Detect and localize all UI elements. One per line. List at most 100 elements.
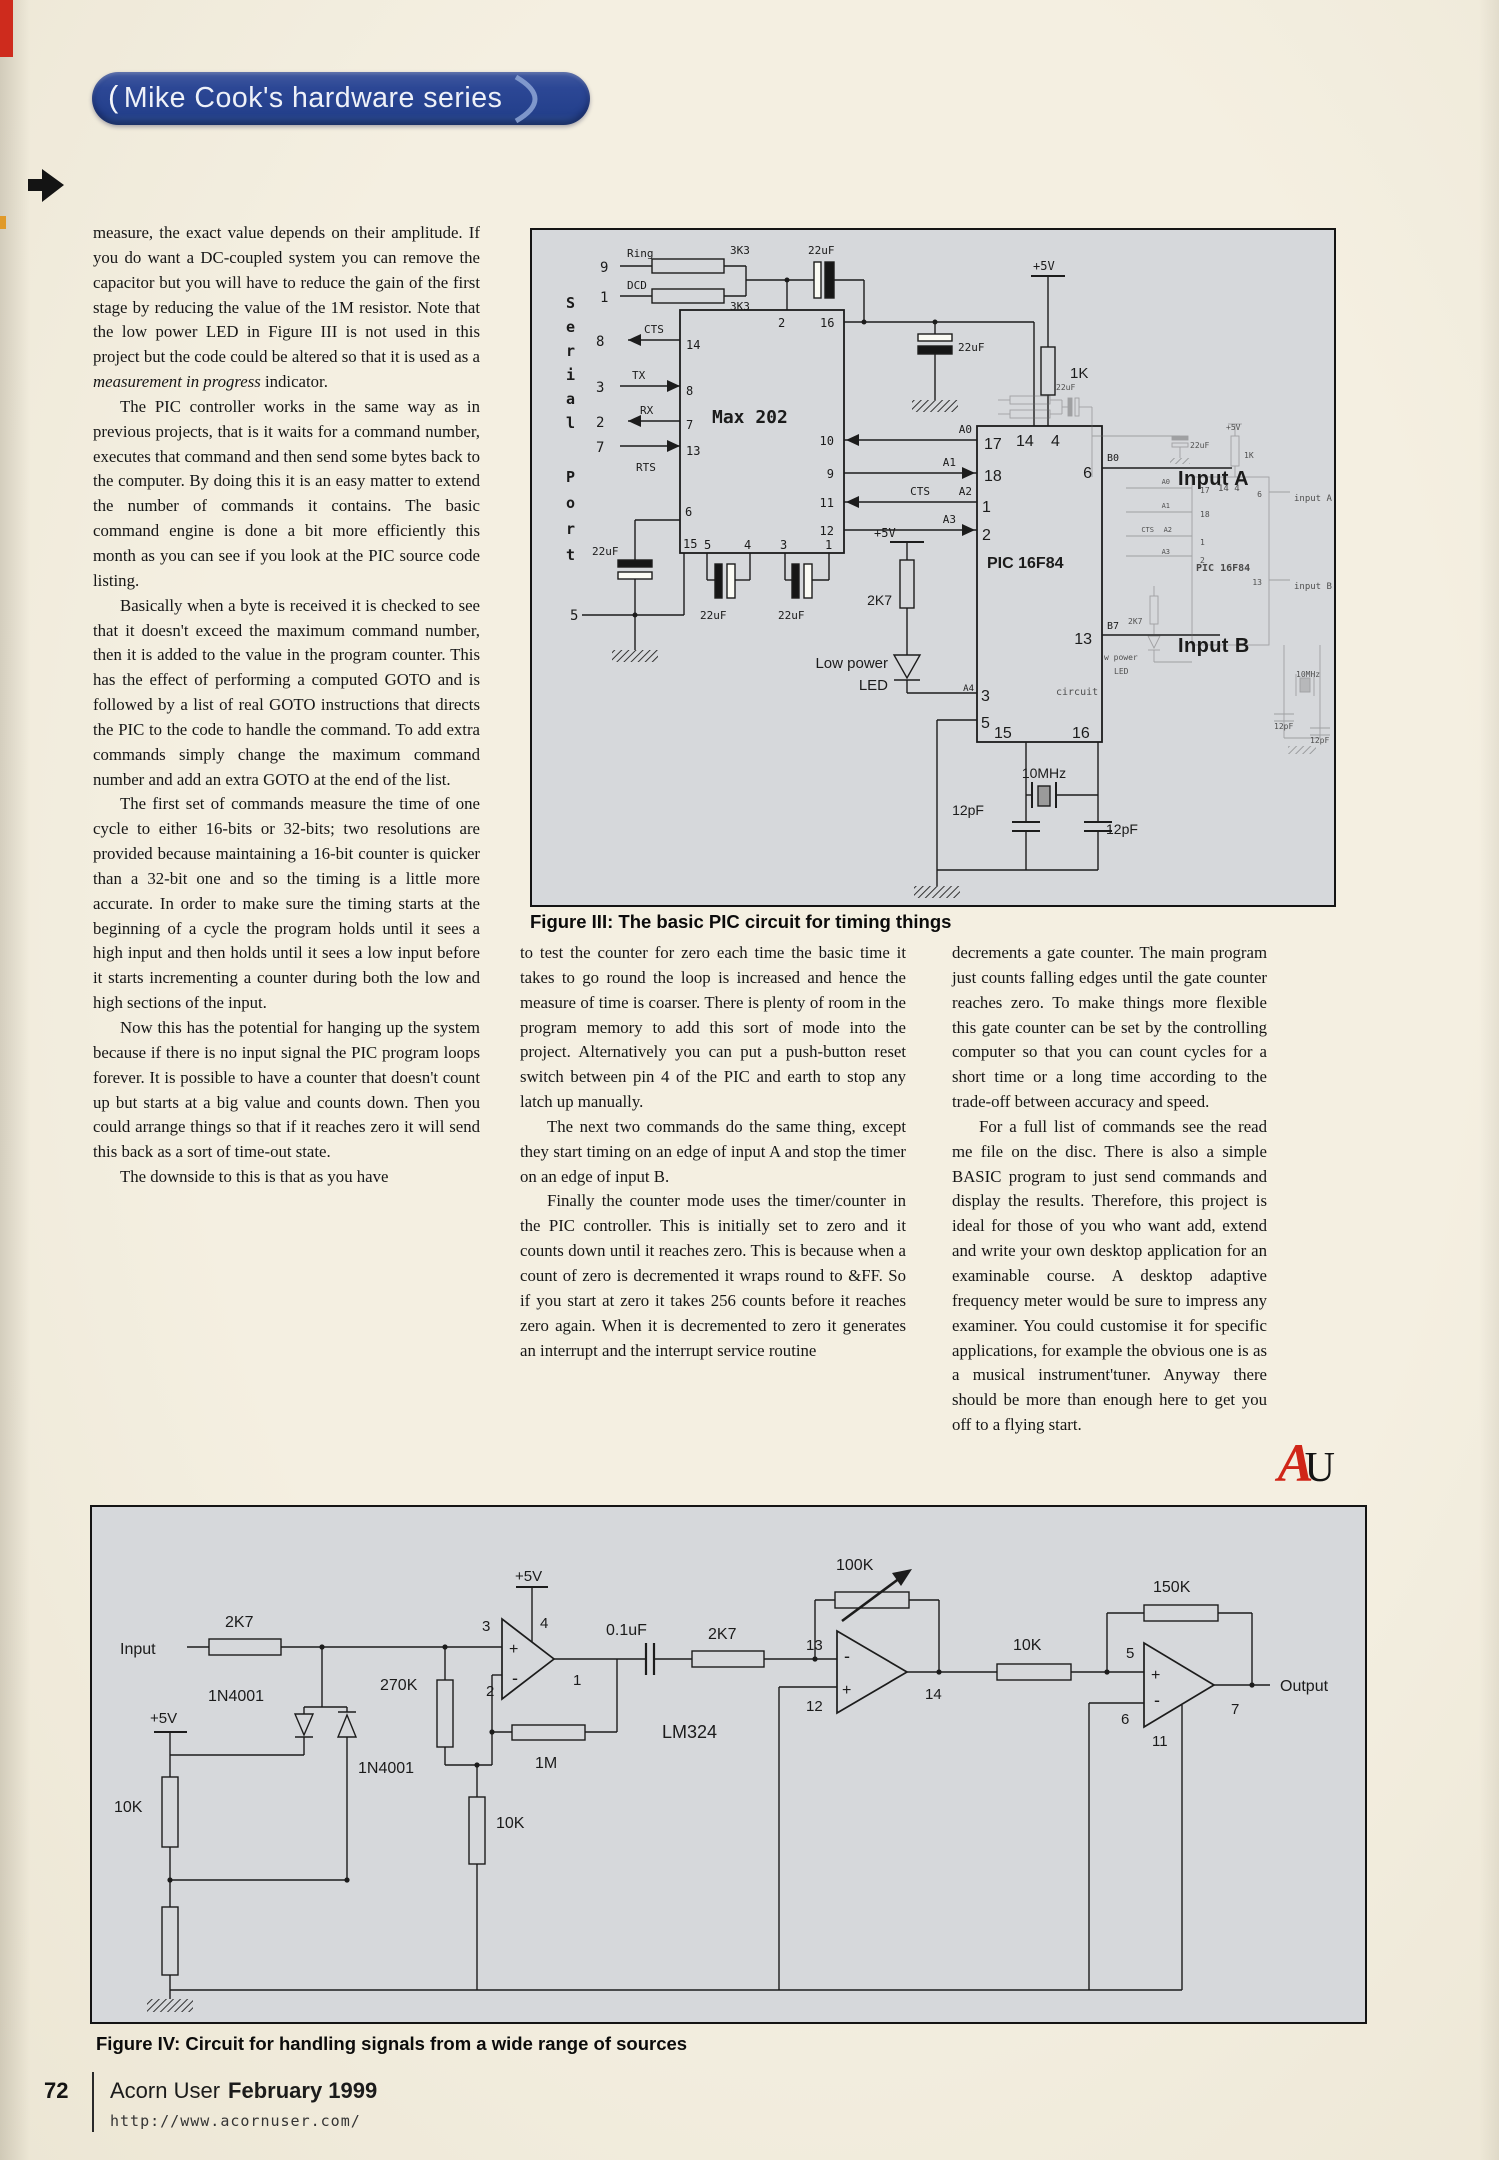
svg-text:1K: 1K xyxy=(1070,365,1088,382)
article-paragraph: decrements a gate counter. The main prog… xyxy=(952,943,1267,1112)
svg-text:Input A: Input A xyxy=(1178,468,1249,490)
article-paragraph: to test the counter for zero each time t… xyxy=(520,943,906,1112)
figure-3-circuit-diagram: SerialPortRing93K322uFDCD13K3CTS814TX38M… xyxy=(566,244,1333,898)
svg-text:TX: TX xyxy=(632,369,646,382)
svg-text:PIC 16F84: PIC 16F84 xyxy=(987,555,1064,572)
svg-text:22uF: 22uF xyxy=(958,341,985,354)
svg-text:13: 13 xyxy=(1252,578,1262,587)
svg-text:2: 2 xyxy=(596,415,604,431)
article-paragraph: measure, the exact value depends on thei… xyxy=(93,223,480,392)
svg-text:14: 14 xyxy=(925,1686,942,1703)
footer-magazine-name: Acorn User xyxy=(110,2078,221,2103)
svg-text:12: 12 xyxy=(820,524,834,538)
svg-text:10: 10 xyxy=(820,434,834,448)
svg-text:150K: 150K xyxy=(1153,1579,1191,1596)
svg-text:CTS: CTS xyxy=(910,485,930,498)
svg-text:Input B: Input B xyxy=(1178,635,1250,657)
svg-text:14 4: 14 4 xyxy=(1218,484,1240,494)
svg-text:B0: B0 xyxy=(1107,453,1119,464)
svg-text:10MHz: 10MHz xyxy=(1296,670,1320,679)
svg-text:9: 9 xyxy=(827,467,834,481)
article-paragraph: The downside to this is that as you have xyxy=(120,1167,389,1187)
svg-text:9: 9 xyxy=(600,260,608,276)
svg-text:6: 6 xyxy=(1083,465,1092,482)
article-column-2: to test the counter for zero each time t… xyxy=(520,941,906,1363)
svg-text:2K7: 2K7 xyxy=(867,592,892,608)
svg-text:2K7: 2K7 xyxy=(225,1614,254,1631)
footer-issue: February 1999 xyxy=(228,2078,378,2103)
svg-text:7: 7 xyxy=(596,440,604,456)
svg-text:2: 2 xyxy=(778,316,785,330)
svg-text:270K: 270K xyxy=(380,1677,418,1694)
page-number: 72 xyxy=(44,2078,69,2103)
svg-text:1K: 1K xyxy=(1244,451,1254,460)
orange-edge-tick xyxy=(0,216,6,229)
svg-text:P: P xyxy=(566,468,575,486)
svg-text:l: l xyxy=(566,414,575,432)
article-paragraph: For a full list of commands see the read… xyxy=(952,1116,1267,1435)
svg-text:circuit: circuit xyxy=(1056,687,1098,698)
svg-text:4: 4 xyxy=(540,1615,548,1632)
svg-text:17: 17 xyxy=(984,436,1002,453)
svg-text:22uF: 22uF xyxy=(808,244,835,257)
article-column-3-text: decrements a gate counter. The main prog… xyxy=(952,941,1335,1438)
figure-3-caption: Figure III: The basic PIC circuit for ti… xyxy=(530,911,952,932)
acorn-user-logo: AU xyxy=(1267,1433,1335,1515)
svg-text:input A: input A xyxy=(1294,494,1333,504)
svg-text:1N4001: 1N4001 xyxy=(358,1760,414,1777)
svg-text:17: 17 xyxy=(1200,486,1210,495)
svg-text:8: 8 xyxy=(596,334,604,350)
logo-letter-u: U xyxy=(1304,1445,1335,1491)
svg-text:A1: A1 xyxy=(1162,502,1170,510)
svg-text:14: 14 xyxy=(1016,433,1034,450)
svg-text:1: 1 xyxy=(600,290,608,306)
svg-text:Low power: Low power xyxy=(815,655,888,672)
figure-4-labels: Input2K71N4001+5V1N400110K270K10K3+-24+5… xyxy=(114,1557,1329,1832)
svg-text:13: 13 xyxy=(686,444,700,458)
svg-text:a: a xyxy=(566,390,575,408)
svg-text:i: i xyxy=(566,366,575,384)
svg-text:DCD: DCD xyxy=(627,279,647,292)
svg-text:3: 3 xyxy=(981,688,990,705)
svg-text:11: 11 xyxy=(1152,1733,1168,1750)
svg-text:1: 1 xyxy=(825,538,832,552)
svg-text:22uF: 22uF xyxy=(592,545,619,558)
svg-text:6: 6 xyxy=(685,505,692,519)
svg-text:10K: 10K xyxy=(114,1799,143,1816)
svg-text:12pF: 12pF xyxy=(1106,821,1138,837)
svg-text:16: 16 xyxy=(1072,725,1090,742)
svg-text:1N4001: 1N4001 xyxy=(208,1688,264,1705)
svg-text:11: 11 xyxy=(820,496,834,510)
svg-text:LM324: LM324 xyxy=(662,1722,717,1742)
svg-text:7: 7 xyxy=(1231,1701,1239,1718)
svg-text:2K7: 2K7 xyxy=(1128,617,1143,626)
svg-text:2K7: 2K7 xyxy=(708,1626,737,1643)
svg-text:1M: 1M xyxy=(535,1755,557,1772)
svg-text:6: 6 xyxy=(1121,1711,1129,1728)
svg-text:LED: LED xyxy=(1114,667,1129,676)
svg-text:+5V: +5V xyxy=(515,1568,542,1585)
series-banner-title: Mike Cook's hardware series xyxy=(123,82,503,114)
svg-text:3: 3 xyxy=(596,380,604,396)
svg-text:4: 4 xyxy=(744,538,751,552)
svg-text:A2: A2 xyxy=(1164,526,1172,534)
svg-text:10MHz: 10MHz xyxy=(1022,765,1066,781)
svg-text:-: - xyxy=(844,1646,850,1666)
svg-text:12pF: 12pF xyxy=(1274,722,1293,731)
svg-text:22uF: 22uF xyxy=(1056,383,1075,392)
svg-text:+5V: +5V xyxy=(874,526,896,540)
svg-text:+: + xyxy=(842,1682,851,1699)
svg-text:+5V: +5V xyxy=(1226,423,1241,432)
svg-text:-: - xyxy=(512,1668,518,1688)
ghost-overprint-circuit xyxy=(998,395,1330,754)
svg-text:16: 16 xyxy=(820,316,834,330)
svg-text:18: 18 xyxy=(984,468,1002,485)
svg-text:8: 8 xyxy=(686,384,693,398)
svg-text:3: 3 xyxy=(780,538,787,552)
footer-divider xyxy=(92,2072,94,2132)
svg-text:A4: A4 xyxy=(963,684,974,694)
article-paragraph: The PIC controller works in the same way… xyxy=(93,396,480,590)
svg-text:22uF: 22uF xyxy=(778,609,805,622)
